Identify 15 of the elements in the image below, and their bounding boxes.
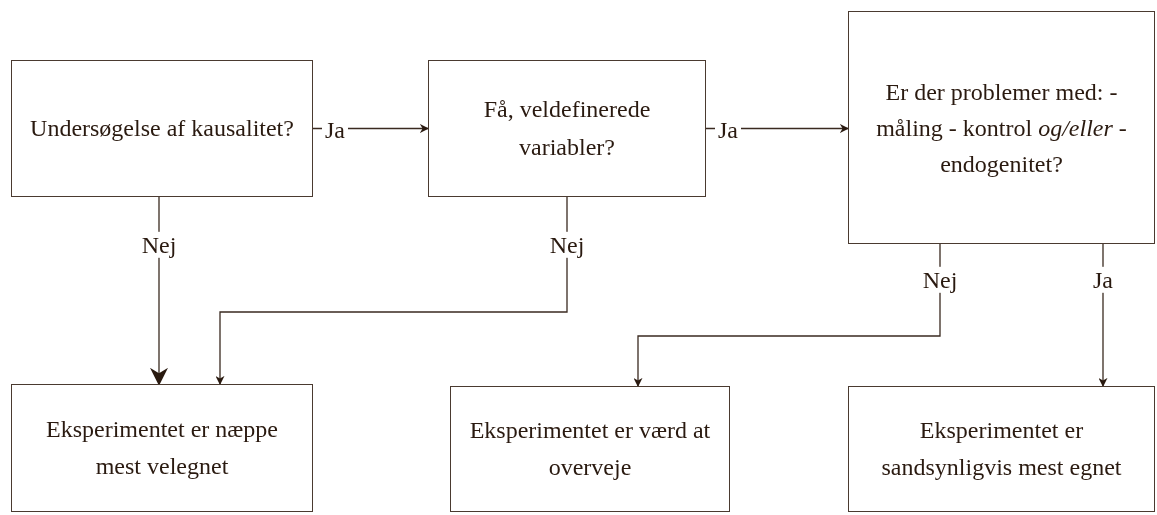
- process-box: [450, 386, 730, 512]
- process-box: [11, 384, 313, 512]
- process-box: [428, 60, 706, 197]
- box-text: Eksperimentet er næppe mest velegnet: [45, 414, 279, 481]
- process-box: [11, 60, 313, 197]
- box-text: Er der problemer med: - måling - kontrol og/eller - endogenitet?: [875, 77, 1128, 179]
- box-text: Få, veldefinerede variabler?: [482, 95, 652, 162]
- box-text: Eksperimentet er værd at overveje: [468, 415, 712, 482]
- edge-label: Ja: [1090, 266, 1116, 294]
- box-text: Eksperimentet er sandsynligvis mest egnet: [880, 415, 1123, 482]
- arrow: [215, 196, 568, 385]
- box-text: Undersøgelse af kausalitet?: [29, 113, 295, 143]
- process-box: [848, 386, 1155, 512]
- arrow: [633, 243, 941, 387]
- process-box: [848, 11, 1155, 244]
